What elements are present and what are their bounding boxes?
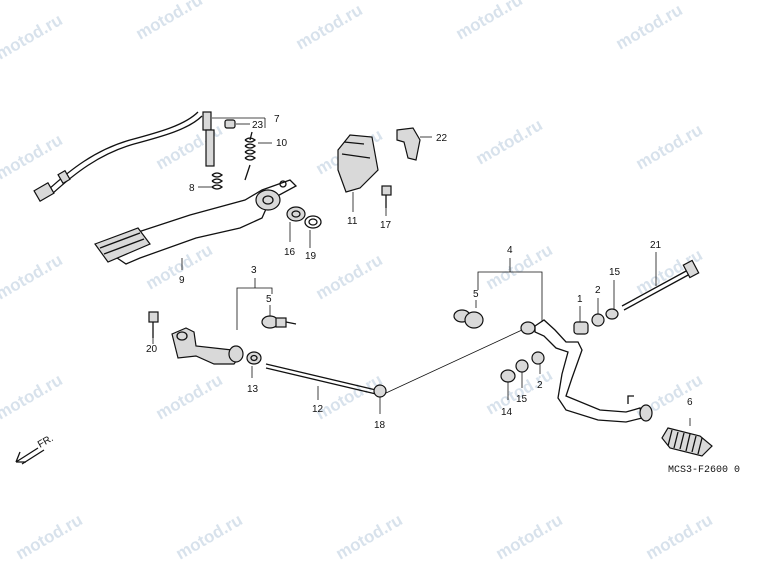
callout-8: 8 [189,183,195,194]
callout-10: 10 [276,138,288,149]
watermark: motod.ru [0,130,66,183]
watermark: motod.ru [313,250,386,303]
dust-seal-2-upper [591,298,605,327]
return-spring-10 [244,131,272,181]
callout-18: 18 [374,420,386,431]
callout-23: 23 [252,120,264,131]
callout-9: 9 [179,275,185,286]
callout-13: 13 [247,384,259,395]
collar-1 [573,306,589,335]
watermark: motod.ru [0,370,66,423]
watermark: motod.ru [633,120,706,173]
bracket-callout-4 [477,258,543,322]
watermark: motod.ru [483,365,556,418]
callout-1: 1 [577,294,583,305]
brake-rod-12 [265,363,377,400]
watermark: motod.ru [293,0,366,53]
callout-11: 11 [347,216,358,227]
callout-3: 3 [251,265,257,276]
pivot-bolt-21 [621,252,700,311]
bolt-17 [381,185,392,216]
callout-14: 14 [501,407,513,418]
watermark: motod.ru [133,0,206,43]
shift-rubber-6 [661,418,713,457]
heel-guard-11 [337,134,379,212]
callout-20: 20 [146,344,158,355]
nut-13 [246,351,262,378]
gearshift-pedal [520,319,653,423]
nut-14 [500,369,516,400]
watermark: motod.ru [473,115,546,168]
watermark: motod.ru [483,240,556,293]
bracket-22 [396,127,432,161]
front-arrow-icon: FR. [15,433,55,465]
watermark: motod.ru [173,510,246,563]
joint-5-right [453,300,484,329]
brake-rod-arm [171,327,244,365]
assembly-guide-line [385,329,523,394]
watermark: motod.ru [643,510,716,563]
callout-4: 4 [507,245,513,256]
washer-15-upper [605,280,619,320]
brake-switch-wire [33,111,203,203]
callout-22: 22 [436,133,448,144]
spring-8 [198,172,224,190]
washer-16 [286,206,306,242]
watermark-layer: motod.ru motod.ru motod.ru motod.ru moto… [0,0,716,563]
callout-7: 7 [274,114,280,125]
watermark: motod.ru [153,120,226,173]
bracket-callout-3 [236,278,273,330]
clip-19 [304,215,322,248]
callout-numbers: 7 23 10 8 9 16 19 11 17 22 3 5 20 13 12 … [146,114,693,431]
callout-19: 19 [305,251,317,262]
callout-5-left: 5 [266,294,272,305]
joint-5-left [261,305,297,329]
front-label: FR. [36,433,55,451]
watermark: motod.ru [493,510,566,563]
drawing-code: MCS3-F2600 0 [668,465,740,476]
watermark: motod.ru [613,0,686,53]
watermark: motod.ru [13,510,86,563]
callout-15-upper: 15 [609,267,621,278]
callout-2-upper: 2 [595,285,601,296]
callout-12: 12 [312,404,324,415]
callout-16: 16 [284,247,296,258]
callout-5-right: 5 [473,289,479,300]
washer-15-lower [515,359,529,388]
callout-21: 21 [650,240,662,251]
brake-pedal [94,179,298,270]
watermark: motod.ru [0,250,66,303]
watermark: motod.ru [153,370,226,423]
spring-23 [224,119,250,129]
brake-switch [202,111,266,167]
callout-6: 6 [687,397,693,408]
bolt-20 [148,311,159,344]
callout-15-lower: 15 [516,394,528,405]
collar-18 [373,384,387,414]
watermark: motod.ru [333,510,406,563]
watermark: motod.ru [453,0,526,43]
callout-2-lower: 2 [537,380,543,391]
watermark: motod.ru [0,10,66,63]
callout-17: 17 [380,220,392,231]
dust-seal-2-lower [531,351,545,374]
